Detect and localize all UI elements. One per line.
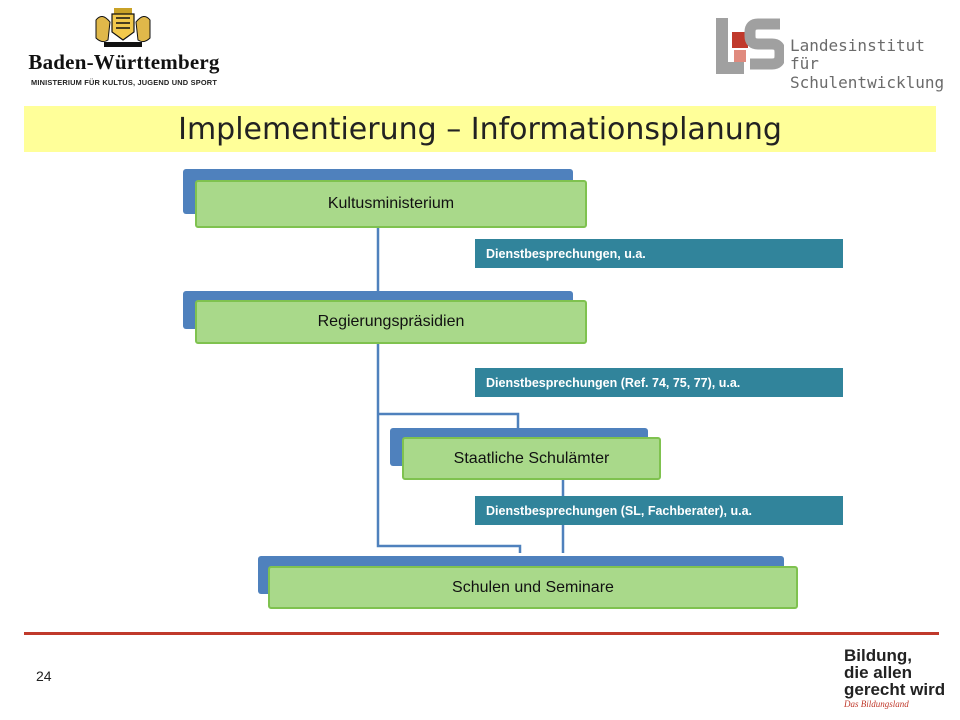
slogan-line: Bildung,	[844, 646, 912, 665]
slogan-line: die allen	[844, 663, 913, 682]
slogan-line: gerecht wird	[844, 680, 946, 699]
node-kultusministerium: Kultusministerium	[195, 180, 587, 228]
node-label: Staatliche Schulämter	[453, 449, 610, 467]
state-name: Baden-Württemberg	[28, 50, 220, 74]
note-label: Dienstbesprechungen (SL, Fachberater), u…	[486, 503, 753, 518]
coat-of-arms-icon	[95, 8, 151, 47]
node-label: Regierungspräsidien	[317, 313, 465, 330]
note-label: Dienstbesprechungen, u.a.	[486, 246, 646, 261]
node-label: Schulen und Seminare	[452, 578, 614, 596]
ministry-name: MINISTERIUM FÜR KULTUS, JUGEND UND SPORT	[30, 78, 218, 87]
node-regierungspraesidien: Regierungspräsidien	[195, 300, 587, 344]
slide-title: Implementierung – Informationsplanung	[178, 112, 782, 147]
footer-divider	[24, 632, 939, 635]
note-dienstbesprechungen-sl: Dienstbesprechungen (SL, Fachberater), u…	[475, 496, 843, 525]
title-band	[24, 106, 936, 152]
node-schulen-und-seminare: Schulen und Seminare	[268, 566, 798, 609]
note-dienstbesprechungen-ref: Dienstbesprechungen (Ref. 74, 75, 77), u…	[475, 368, 843, 397]
institute-name-line1: Landesinstitut	[790, 36, 925, 55]
node-staatliche-schulaemter: Staatliche Schulämter	[402, 437, 661, 480]
note-label: Dienstbesprechungen (Ref. 74, 75, 77), u…	[486, 375, 741, 390]
institute-name-line2: für Schulentwicklung	[790, 54, 945, 92]
page-number: 24	[36, 668, 52, 684]
ls-institute-logo-icon	[716, 18, 784, 74]
node-label: Kultusministerium	[327, 195, 455, 212]
note-dienstbesprechungen: Dienstbesprechungen, u.a.	[475, 239, 843, 268]
slogan-tagline: Das Bildungsland	[844, 699, 909, 709]
